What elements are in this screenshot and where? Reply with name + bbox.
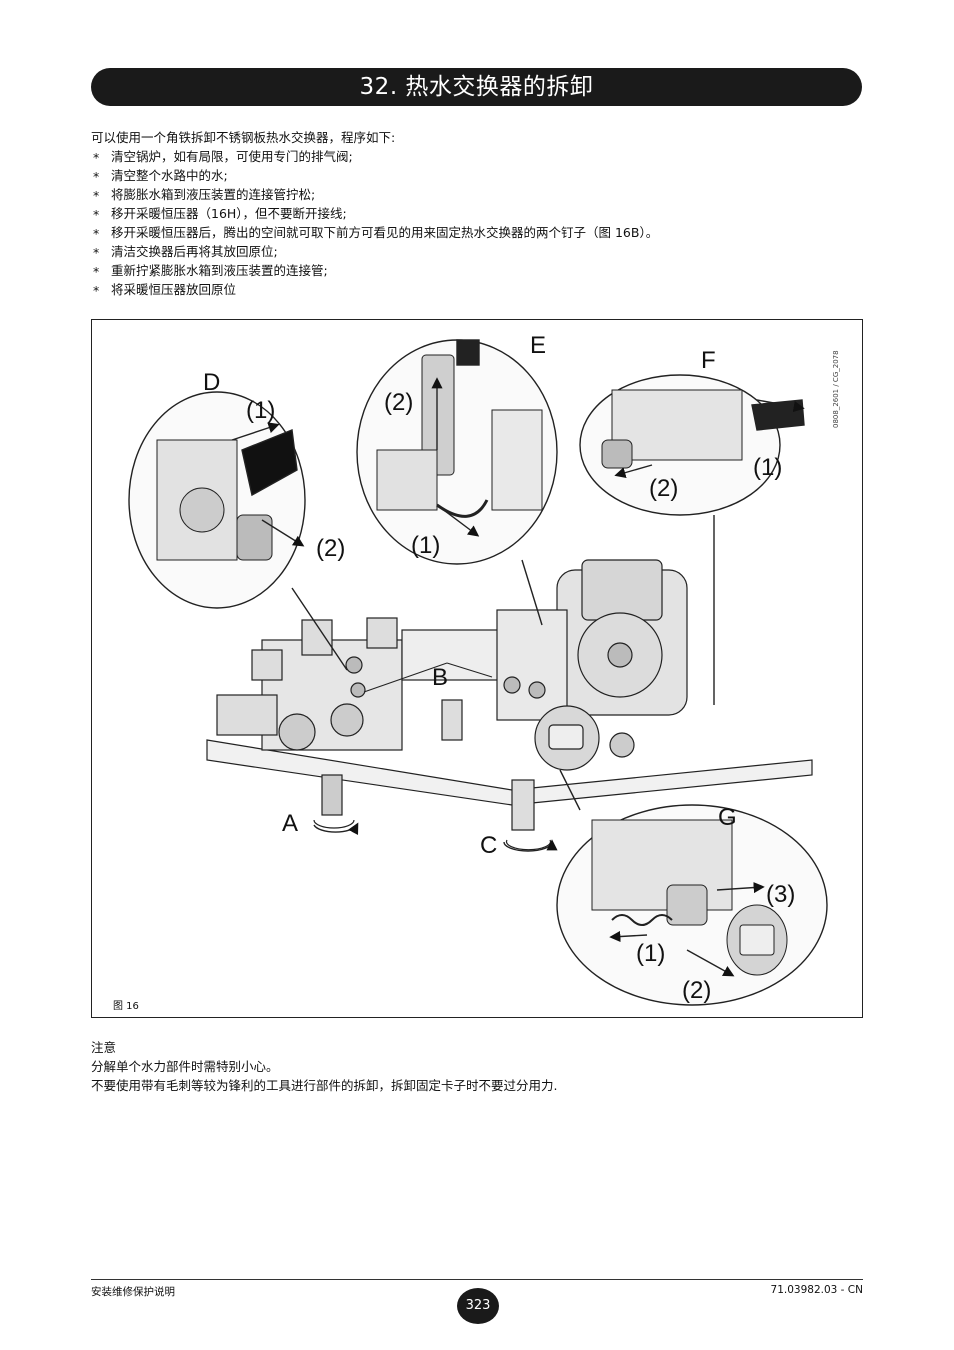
- note-heading: 注意: [91, 1040, 117, 1055]
- label-d-step1: (1): [246, 397, 275, 424]
- procedure-step: 清洁交换器后再将其放回原位;: [91, 242, 658, 262]
- procedure-step: 移开采暖恒压器后，腾出的空间就可取下前方可看见的用来固定热水交换器的两个钉子（图…: [91, 223, 658, 243]
- figure-16: A B C D E F G (1) (2) (2) (1) (1) (2) (3…: [91, 319, 863, 1018]
- procedure-step: 重新拧紧膨胀水箱到液压装置的连接管;: [91, 261, 658, 281]
- hydraulic-assembly-illustration: A B C D E F G (1) (2) (2) (1) (1) (2) (3…: [128, 332, 828, 1006]
- label-g: G: [718, 804, 737, 831]
- page-number: 323: [457, 1288, 499, 1324]
- label-g-step3: (3): [766, 881, 795, 908]
- procedure-step: 将采暖恒压器放回原位: [91, 280, 658, 300]
- label-f-step1: (1): [753, 454, 782, 481]
- label-c: C: [480, 832, 497, 859]
- procedure-step: 清空整个水路中的水;: [91, 166, 658, 186]
- footer-manual-title: 安装维修保护说明: [91, 1286, 175, 1298]
- procedure-step: 清空锅炉，如有局限，可使用专门的排气阀;: [91, 147, 658, 167]
- label-f: F: [701, 347, 716, 374]
- procedure-list: 清空锅炉，如有局限，可使用专门的排气阀; 清空整个水路中的水; 将膨胀水箱到液压…: [91, 147, 658, 300]
- figure-caption: 图 16: [113, 1001, 139, 1012]
- footer-divider: [91, 1279, 863, 1280]
- procedure-step: 将膨胀水箱到液压装置的连接管拧松;: [91, 185, 658, 205]
- note-section: 注意 分解单个水力部件时需特别小心。 不要使用带有毛刺等较为锋利的工具进行部件的…: [91, 1038, 557, 1095]
- figure-code: 0808_2601 / CG_2078: [832, 350, 840, 428]
- procedure-step: 移开采暖恒压器（16H），但不要断开接线;: [91, 204, 658, 224]
- intro-text: 可以使用一个角铁拆卸不锈钢板热水交换器，程序如下: 清空锅炉，如有局限，可使用专…: [91, 128, 658, 300]
- label-e-step1: (1): [411, 532, 440, 559]
- note-line: 不要使用带有毛刺等较为锋利的工具进行部件的拆卸，拆卸固定卡子时不要过分用力.: [91, 1078, 558, 1093]
- intro-lead: 可以使用一个角铁拆卸不锈钢板热水交换器，程序如下:: [91, 130, 396, 145]
- label-g-step1: (1): [636, 940, 665, 967]
- label-d-step2: (2): [316, 535, 345, 562]
- label-e-step2: (2): [384, 389, 413, 416]
- label-d: D: [203, 369, 220, 396]
- label-g-step2: (2): [682, 977, 711, 1004]
- page-title: 32. 热水交换器的拆卸: [91, 68, 862, 106]
- label-a: A: [282, 810, 298, 837]
- label-e: E: [530, 332, 546, 359]
- footer-doc-code: 71.03982.03 - CN: [770, 1284, 863, 1296]
- note-line: 分解单个水力部件时需特别小心。: [91, 1059, 279, 1074]
- label-b: B: [432, 664, 448, 691]
- label-f-step2: (2): [649, 475, 678, 502]
